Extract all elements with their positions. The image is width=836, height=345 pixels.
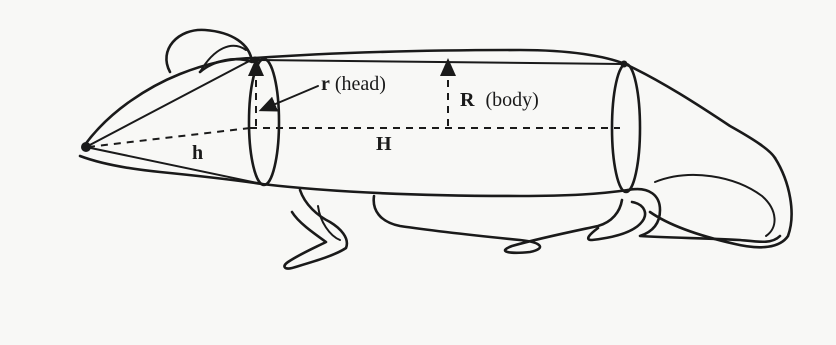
h-length-label: h [192,142,204,164]
r-head-label: r (head) [321,74,386,94]
H-length-label: H [376,133,392,155]
front-leg-inner [317,205,341,241]
haunch-outline [626,187,782,244]
R-symbol: R [460,89,475,111]
cone-upper-line [85,57,256,148]
head-cross-section [247,57,281,187]
cone-lower-line [85,146,263,185]
head-top-point [251,56,259,64]
hind-foot [586,200,647,242]
body-top-point [620,60,628,68]
back-outline [253,48,777,160]
r-description: (head) [334,73,386,95]
belly-outline [260,182,630,198]
head-upper-outline [82,56,257,148]
h-dashed-line [87,127,251,148]
r-symbol: r [321,73,330,95]
front-leg [283,188,349,270]
tail-outline [648,156,793,249]
hind-leg [372,194,624,255]
tail-inner [654,173,776,237]
r-pointer-arrow [258,85,319,112]
R-description: (body) [485,89,539,111]
head-lower-outline [78,154,264,186]
R-body-label: R (body) [460,90,539,110]
cylinder-top-line [257,59,623,65]
